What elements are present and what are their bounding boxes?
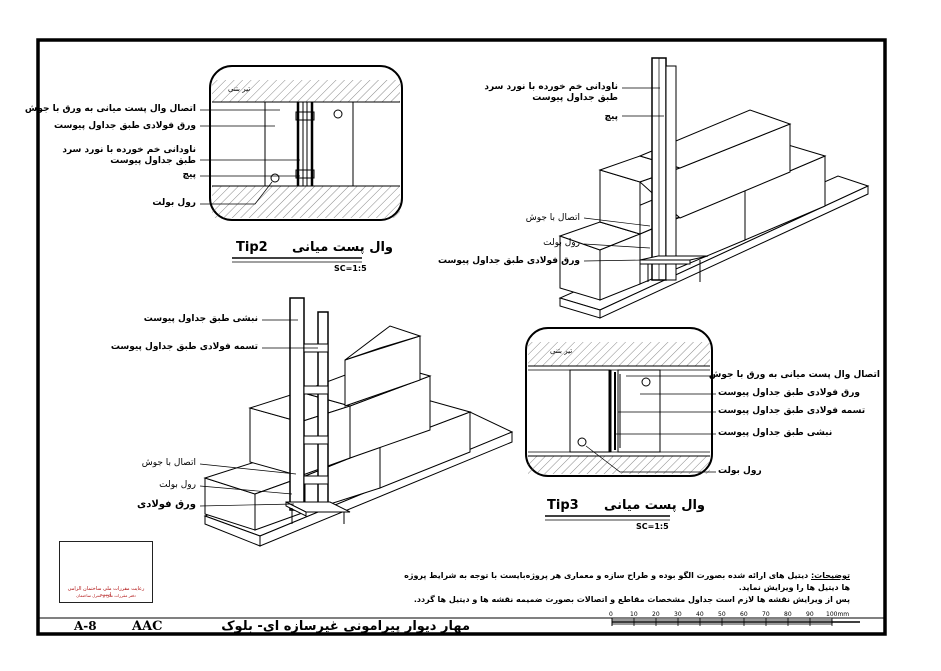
iso-top-callout-screw: پیچ <box>604 112 618 122</box>
tip2-callout-rawlbolt: رول بولت <box>152 198 196 208</box>
iso-bottom-leaders <box>199 319 318 507</box>
logo-subcaption: دفتر مقررات ملی و کنترل ساختمان <box>76 593 136 598</box>
tip2-callout-channel: ناودانی خم خورده با نورد سرد <box>62 145 196 155</box>
iso-bottom-callout-plate: ورق فولادی <box>137 499 196 510</box>
scale-tick-30: 30 <box>674 611 682 618</box>
tip3-callout-angle: نبشی طبق جداول پیوست <box>718 428 833 438</box>
scale-bar <box>611 618 833 626</box>
footer-title-fa: مهار دیوار پیرامونی غیرسازه ای- بلوک <box>221 619 470 634</box>
iso-top-callout-rawlbolt: رول بولت <box>543 238 580 248</box>
scale-tick-70: 70 <box>762 611 770 618</box>
tip2-title-code: Tip2 <box>236 240 268 255</box>
tip2-hatch-label: تیر بتنی <box>228 85 251 93</box>
iso-bottom-callout-weld: اتصال با جوش <box>141 458 196 468</box>
tip2-detail <box>200 65 403 263</box>
tip3-title-fa: وال پست میانی <box>604 498 706 513</box>
scale-tick-50: 50 <box>718 611 726 618</box>
scale-tick-80: 80 <box>784 611 792 618</box>
notes-line-1: دیتیل های ارائه شده بصورت الگو بوده و طر… <box>404 571 850 592</box>
iso-top-leaders <box>583 87 664 262</box>
tip3-title-code: Tip3 <box>547 498 579 513</box>
notes-block: توضیحات: دیتیل های ارائه شده بصورت الگو … <box>400 570 850 606</box>
tip3-callout-strap: تسمه فولادی طبق جداول پیوست <box>718 406 866 416</box>
scale-tick-20: 20 <box>652 611 660 618</box>
footer-material: AAC <box>132 619 163 634</box>
tip2-callout-plate: ورق فولادی طبق جداول پیوست <box>54 121 196 131</box>
tip2-scale: SC=1:5 <box>334 264 367 273</box>
iso-bottom-detail <box>203 297 514 547</box>
iso-bottom-callout-rawlbolt: رول بولت <box>159 480 196 490</box>
iso-bottom-callout-angle: نبشی طبق جداول پیوست <box>143 314 258 324</box>
scale-tick-90: 90 <box>806 611 814 618</box>
iso-bottom-callout-strap: تسمه فولادی طبق جداول پیوست <box>110 342 258 352</box>
scale-tick-60: 60 <box>740 611 748 618</box>
iso-top-callout-channel-table: طبق جداول پیوست <box>532 93 618 103</box>
tip2-title-fa: وال پست میانی <box>292 240 394 255</box>
tip3-callout-weld: اتصال وال پست میانی به ورق با جوش <box>708 370 880 380</box>
tip3-callout-rawlbolt: رول بولت <box>718 466 762 476</box>
tip2-callout-weld: اتصال وال پست میانی به ورق با جوش <box>24 104 196 114</box>
outer-frame <box>36 38 887 636</box>
iso-top-callout-channel: ناودانی خم خورده با نورد سرد <box>484 82 618 92</box>
scale-tick-100: 100mm <box>826 611 850 618</box>
scale-tick-0: 0 <box>609 611 613 618</box>
notes-title: توضیحات: <box>810 571 850 580</box>
notes-line-2: پس از ویرایش نقشه ها لازم است جداول مشخص… <box>413 595 850 604</box>
logo-caption: رعایت مقررات ملی ساختمان الزامی است <box>67 586 145 598</box>
iso-top-callout-plate: ورق فولادی طبق جداول پیوست <box>438 256 580 266</box>
tip3-callout-plate: ورق فولادی طبق جداول پیوست <box>718 388 860 398</box>
tip2-callout-screw: پیچ <box>182 170 196 180</box>
scale-tick-40: 40 <box>696 611 704 618</box>
footer-sheet-no: A-8 <box>74 619 97 633</box>
scale-tick-10: 10 <box>630 611 638 618</box>
iso-top-detail <box>558 57 870 319</box>
tip2-callout-channel-table: طبق جداول پیوست <box>110 156 196 166</box>
tip3-scale: SC=1:5 <box>636 522 669 531</box>
tip3-hatch-label: تیر بتنی <box>550 347 573 355</box>
logo-box: رعایت مقررات ملی ساختمان الزامی است دفتر… <box>59 541 153 603</box>
iso-top-callout-weld: اتصال با جوش <box>525 213 580 223</box>
tip3-detail <box>525 327 716 521</box>
